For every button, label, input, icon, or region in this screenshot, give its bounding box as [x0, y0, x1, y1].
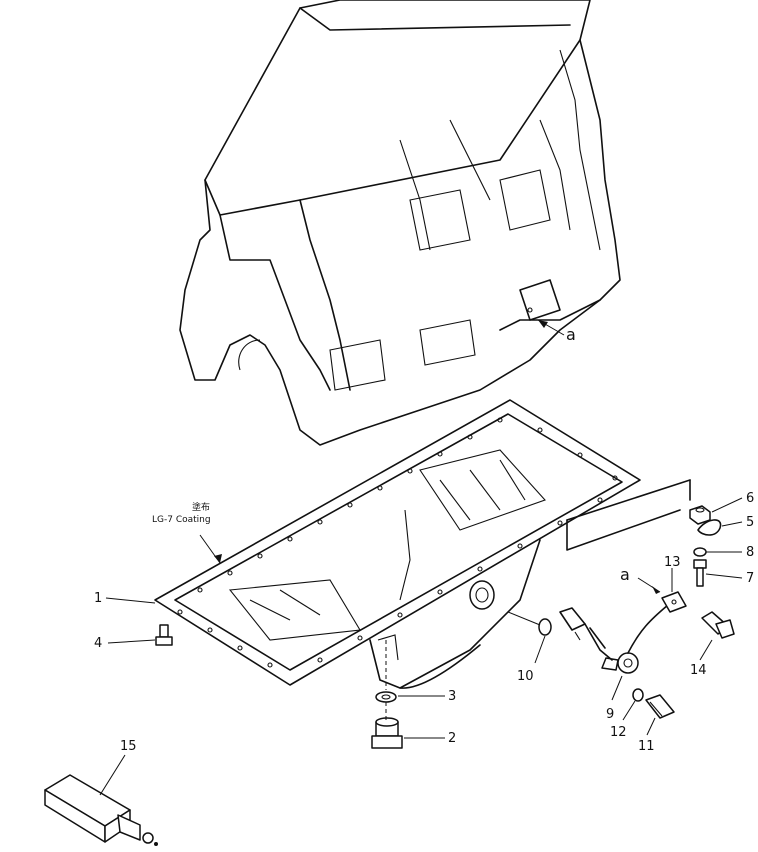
leader-lines — [99, 319, 743, 796]
callout-8: 8 — [746, 545, 754, 560]
flange-bolt-holes — [177, 417, 618, 668]
callout-10: 10 — [517, 669, 534, 684]
part-8-washer — [693, 547, 707, 557]
oil-pan — [154, 399, 641, 689]
part-9-sensor — [601, 652, 639, 674]
callout-15: 15 — [120, 739, 137, 754]
callout-4: 4 — [94, 636, 102, 651]
coating-note: LG-7 Coating — [152, 515, 211, 525]
wire-harness — [559, 604, 669, 661]
callout-5: 5 — [746, 515, 754, 530]
reference-a-block: a — [566, 325, 576, 344]
callout-6: 6 — [746, 491, 754, 506]
callout-13: 13 — [664, 555, 681, 570]
callout-7: 7 — [746, 571, 754, 586]
part-14-bolt — [701, 611, 735, 639]
coating-note-japanese: 塗布 — [192, 501, 210, 513]
part-2-drain-plug — [371, 717, 403, 749]
engine-block — [179, 0, 621, 446]
callout-14: 14 — [690, 663, 707, 678]
callout-12: 12 — [610, 725, 627, 740]
callout-2: 2 — [448, 731, 456, 746]
callout-3: 3 — [448, 689, 456, 704]
callout-9: 9 — [606, 707, 614, 722]
callout-1: 1 — [94, 591, 102, 606]
reference-a-sensor: a — [620, 565, 630, 584]
part-4-bolt — [155, 624, 173, 646]
part-5-clip — [697, 519, 722, 536]
part-15-tool — [44, 774, 158, 846]
part-11-bolt — [645, 694, 675, 719]
part-7-stud — [693, 559, 707, 587]
part-10-o-ring — [538, 618, 552, 636]
part-12-washer — [632, 688, 644, 702]
part-3-washer — [375, 691, 397, 703]
callout-11: 11 — [638, 739, 655, 754]
part-13-bracket — [661, 591, 687, 613]
